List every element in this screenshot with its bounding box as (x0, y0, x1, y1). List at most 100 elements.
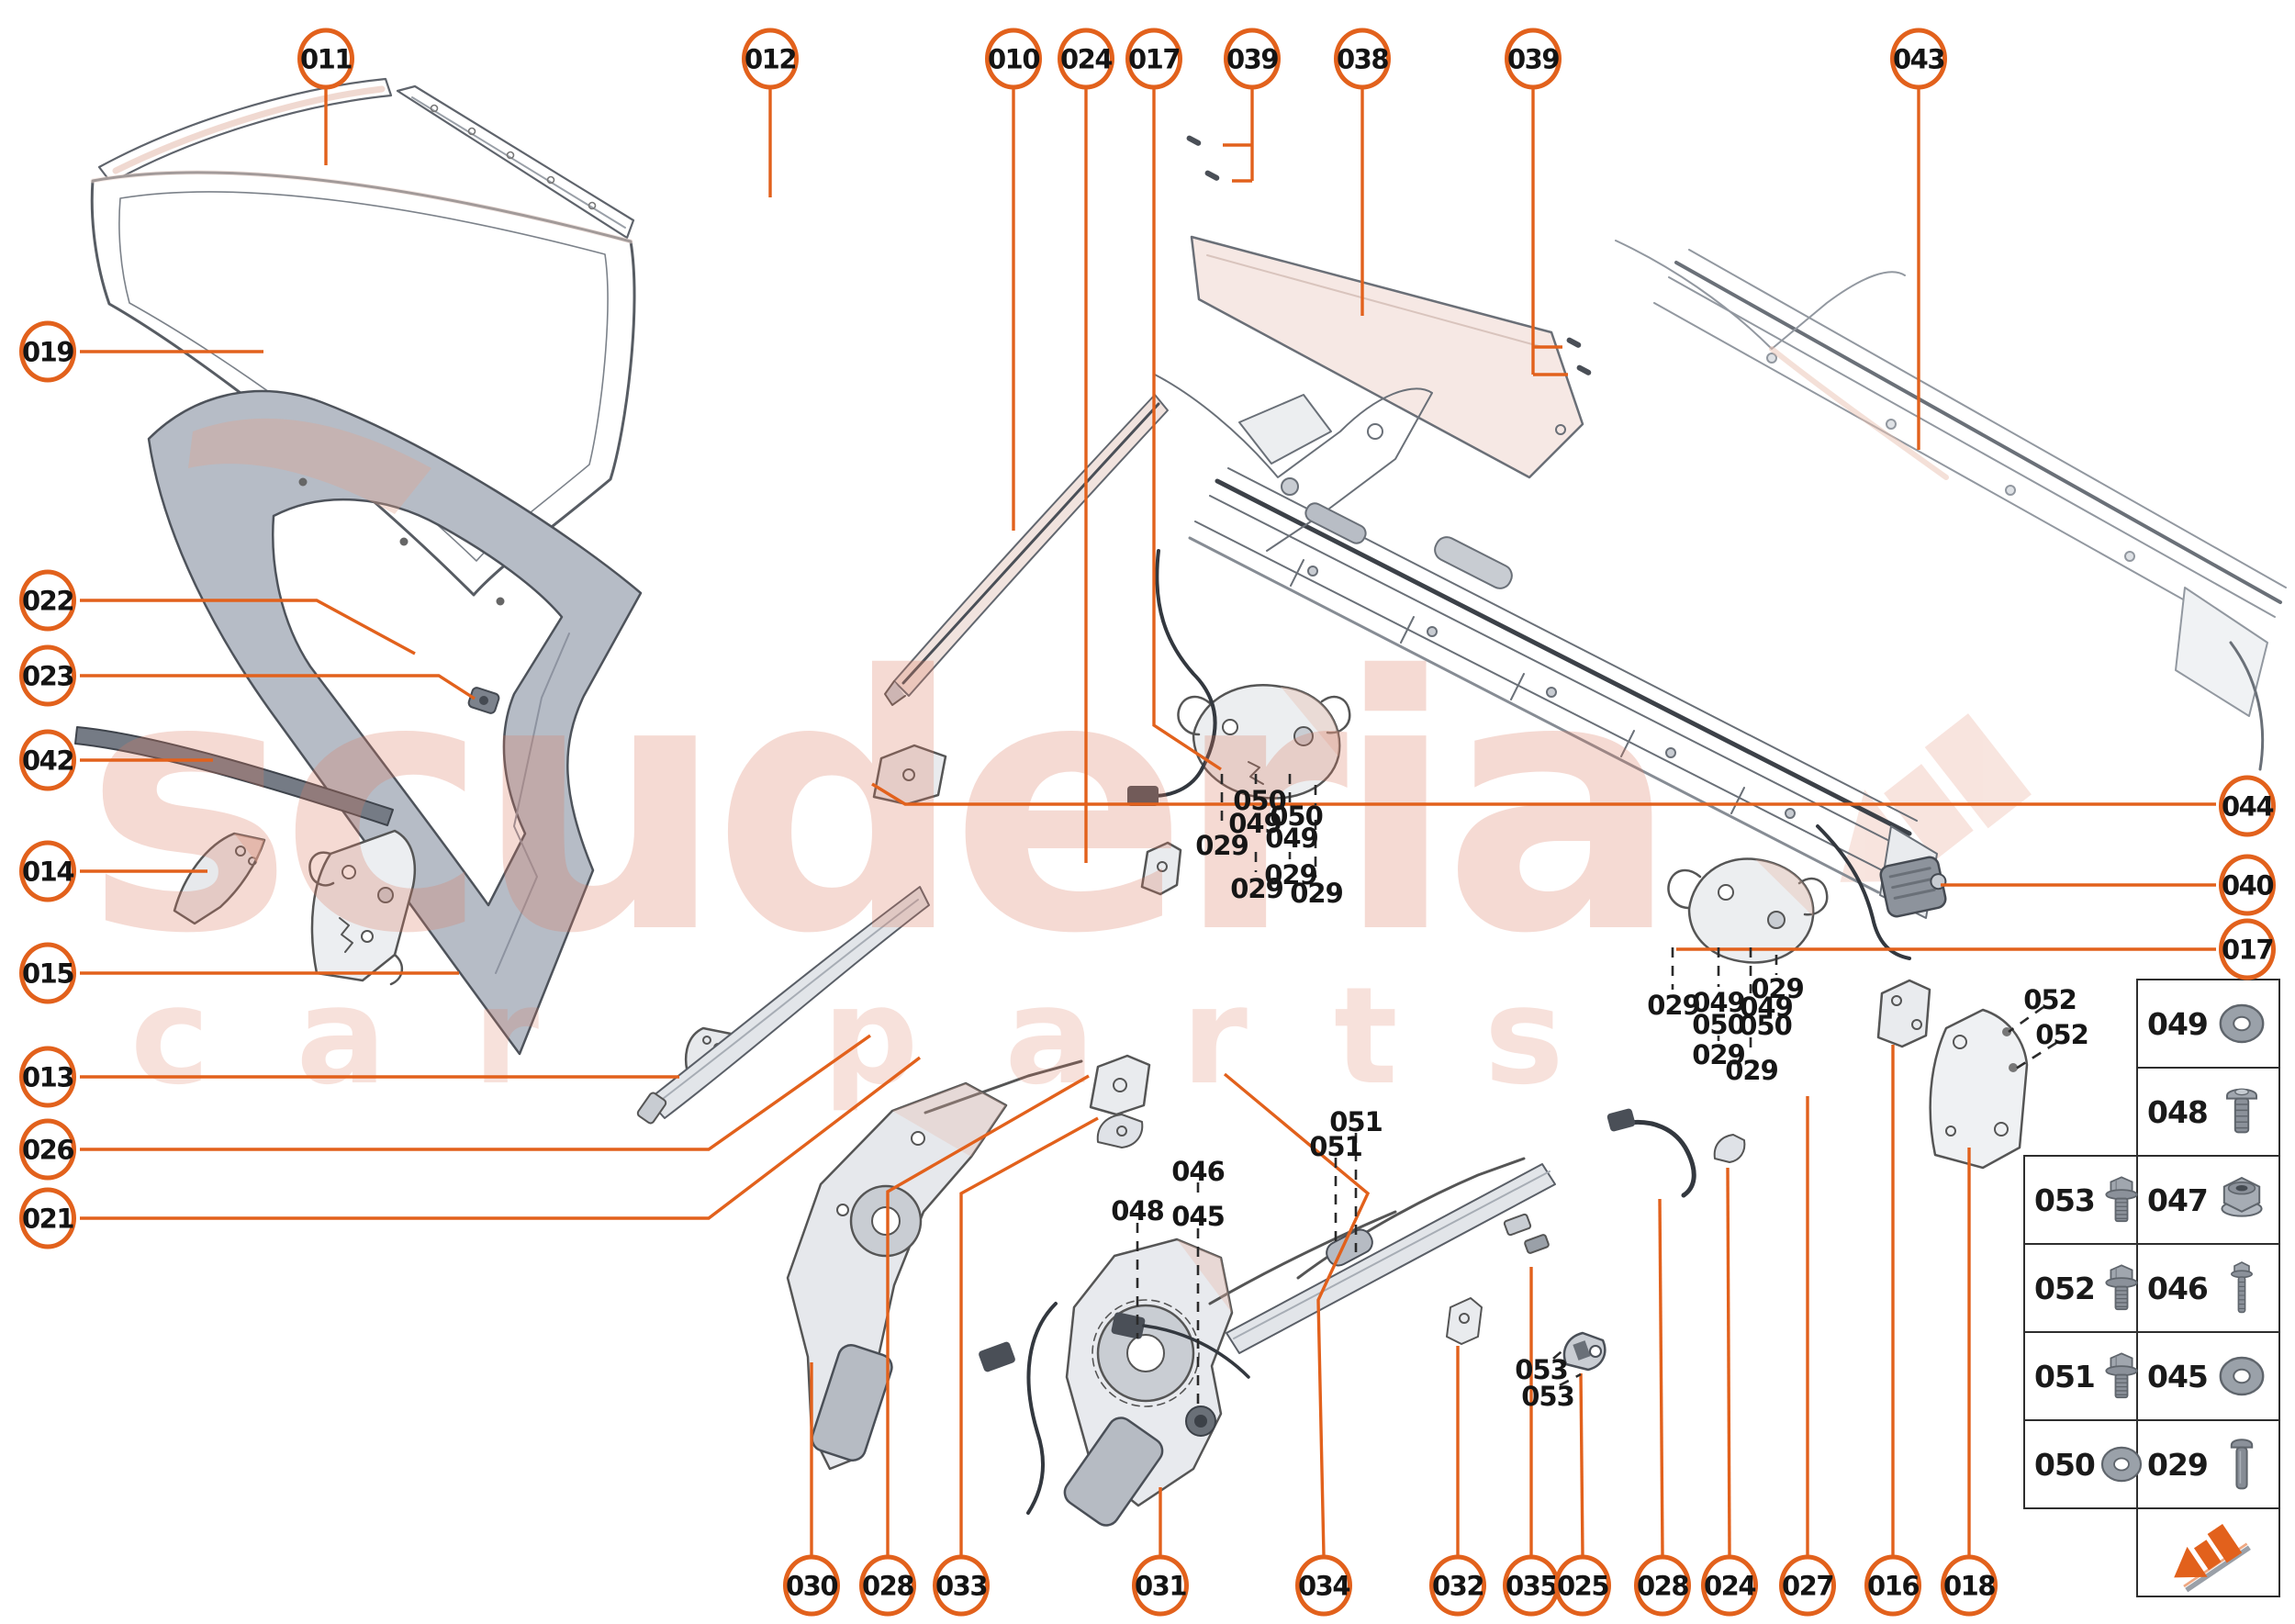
part-hinge-bracket-028 (1089, 1054, 1151, 1116)
legend-cell-049[interactable]: 049 (2136, 979, 2280, 1069)
fastener-ref-label: 029 (1692, 1039, 1746, 1070)
legend-cell-047[interactable]: 047 (2136, 1155, 2280, 1245)
legend-part-number: 045 (2147, 1358, 2209, 1394)
part-roof-latch-017 (1177, 684, 1351, 800)
part-callout-011[interactable]: 011 (297, 28, 354, 90)
part-plates-035 (1503, 1213, 1550, 1254)
fastener-ref-label: 049 (1692, 987, 1746, 1018)
part-angle-bracket-024 (1140, 841, 1182, 896)
part-callout-028-left[interactable]: 028 (859, 1554, 916, 1617)
fastener-ref-label: 049 (1228, 808, 1282, 839)
part-callout-024-bottom[interactable]: 024 (1701, 1554, 1758, 1617)
part-clip-024 (1713, 1134, 1746, 1163)
part-side-rail-021-026 (636, 886, 930, 1125)
fastener-ref-label: 029 (1725, 1055, 1779, 1086)
part-callout-044[interactable]: 044 (2219, 775, 2276, 837)
part-frame-assembly-right-043 (1615, 240, 2287, 771)
part-frame-seal-042 (74, 726, 394, 826)
part-callout-027[interactable]: 027 (1779, 1554, 1836, 1617)
part-callout-024-top[interactable]: 024 (1058, 28, 1114, 90)
part-callout-017-right[interactable]: 017 (2219, 918, 2276, 980)
part-callout-013[interactable]: 013 (19, 1046, 76, 1108)
legend-cell-045[interactable]: 045 (2136, 1331, 2280, 1421)
part-hinge-bracket-044 (872, 744, 947, 806)
part-callout-026[interactable]: 026 (19, 1118, 76, 1181)
fastener-ref-label: 029 (1751, 973, 1805, 1004)
fastener-ref-label: 051 (1309, 1131, 1363, 1162)
part-callout-033[interactable]: 033 (933, 1554, 990, 1617)
part-callout-017-top[interactable]: 017 (1125, 28, 1182, 90)
legend-cell-029[interactable]: 029 (2136, 1419, 2280, 1509)
part-callout-028-right[interactable]: 028 (1634, 1554, 1691, 1617)
bolt-flange-icon (2095, 1168, 2148, 1232)
legend-cell-050[interactable]: 050 (2023, 1419, 2138, 1509)
part-clamp-bracket-025 (1562, 1331, 1606, 1372)
part-drive-unit-030 (786, 1059, 1083, 1471)
part-callout-014[interactable]: 014 (19, 840, 76, 902)
part-bracket-032 (1446, 1297, 1483, 1345)
nut-flange-icon (2212, 1168, 2271, 1232)
part-callout-040[interactable]: 040 (2219, 854, 2276, 916)
fastener-ref-label: 029 (1264, 859, 1318, 890)
part-callout-042[interactable]: 042 (19, 729, 76, 791)
part-callout-023[interactable]: 023 (19, 644, 76, 707)
washer-icon (2212, 991, 2271, 1056)
fastener-ref-label: 050 (1739, 1010, 1793, 1041)
part-roof-frame-022 (147, 389, 643, 1056)
legend-part-number: 047 (2147, 1182, 2209, 1218)
part-callout-043[interactable]: 043 (1890, 28, 1947, 90)
part-pins-039-right (1566, 337, 1592, 375)
part-mount-bracket-018 (1929, 1008, 2029, 1170)
part-callout-012[interactable]: 012 (742, 28, 799, 90)
part-main-frame-assembly (1127, 374, 1938, 960)
legend-part-number: 053 (2034, 1182, 2096, 1218)
part-roof-seal-strip-011 (97, 77, 393, 185)
part-a-pillar-rail-010 (884, 394, 1169, 706)
legend-cell-051[interactable]: 051 (2023, 1331, 2138, 1421)
part-roof-panel-019 (90, 170, 636, 597)
part-callout-018[interactable]: 018 (1941, 1554, 1998, 1617)
screw-pan-icon (2212, 1080, 2271, 1144)
part-roof-rail-strip-012 (396, 84, 635, 240)
washer-icon (2212, 1344, 2271, 1408)
part-corner-bracket-014 (173, 832, 266, 925)
legend-part-number: 051 (2034, 1358, 2096, 1394)
scuderia-arrow-logo-icon (2150, 1511, 2269, 1594)
part-latch-bracket-assembly-015 (308, 829, 417, 986)
fastener-ref-label: 029 (1647, 990, 1701, 1021)
part-callout-022[interactable]: 022 (19, 569, 76, 632)
part-callout-031[interactable]: 031 (1132, 1554, 1189, 1617)
part-callout-038[interactable]: 038 (1334, 28, 1391, 90)
legend-cell-053[interactable]: 053 (2023, 1155, 2138, 1245)
part-callout-015[interactable]: 015 (19, 942, 76, 1004)
fastener-ref-label: 029 (1195, 830, 1249, 861)
legend-cell-052[interactable]: 052 (2023, 1243, 2138, 1333)
fastener-ref-label: 053 (1521, 1381, 1575, 1412)
legend-part-number: 046 (2147, 1270, 2209, 1306)
part-clamp-033 (1096, 1114, 1144, 1148)
part-roof-latch-right-017-027 (1667, 857, 1829, 964)
part-callout-039-left[interactable]: 039 (1224, 28, 1281, 90)
legend-part-number: 052 (2034, 1270, 2096, 1306)
part-callout-035[interactable]: 035 (1503, 1554, 1560, 1617)
brand-logo-cell (2136, 1507, 2280, 1597)
fastener-ref-label: 049 (1740, 991, 1794, 1023)
part-clip-023 (467, 687, 500, 714)
fastener-ref-label: 049 (1265, 823, 1319, 854)
legend-cell-046[interactable]: 046 (2136, 1243, 2280, 1333)
part-link-rail-034 (1226, 1157, 1556, 1354)
part-callout-039-right[interactable]: 039 (1505, 28, 1562, 90)
legend-part-number: 029 (2147, 1446, 2209, 1483)
part-callout-016[interactable]: 016 (1864, 1554, 1921, 1617)
part-callout-010[interactable]: 010 (985, 28, 1042, 90)
part-glass-deflector-038 (1190, 235, 1584, 479)
part-callout-025[interactable]: 025 (1554, 1554, 1611, 1617)
part-callout-034[interactable]: 034 (1295, 1554, 1352, 1617)
part-callout-019[interactable]: 019 (19, 320, 76, 383)
part-bushing-045 (1185, 1406, 1216, 1437)
part-callout-030[interactable]: 030 (783, 1554, 840, 1617)
legend-cell-048[interactable]: 048 (2136, 1067, 2280, 1157)
part-callout-021[interactable]: 021 (19, 1187, 76, 1249)
part-callout-032[interactable]: 032 (1429, 1554, 1486, 1617)
